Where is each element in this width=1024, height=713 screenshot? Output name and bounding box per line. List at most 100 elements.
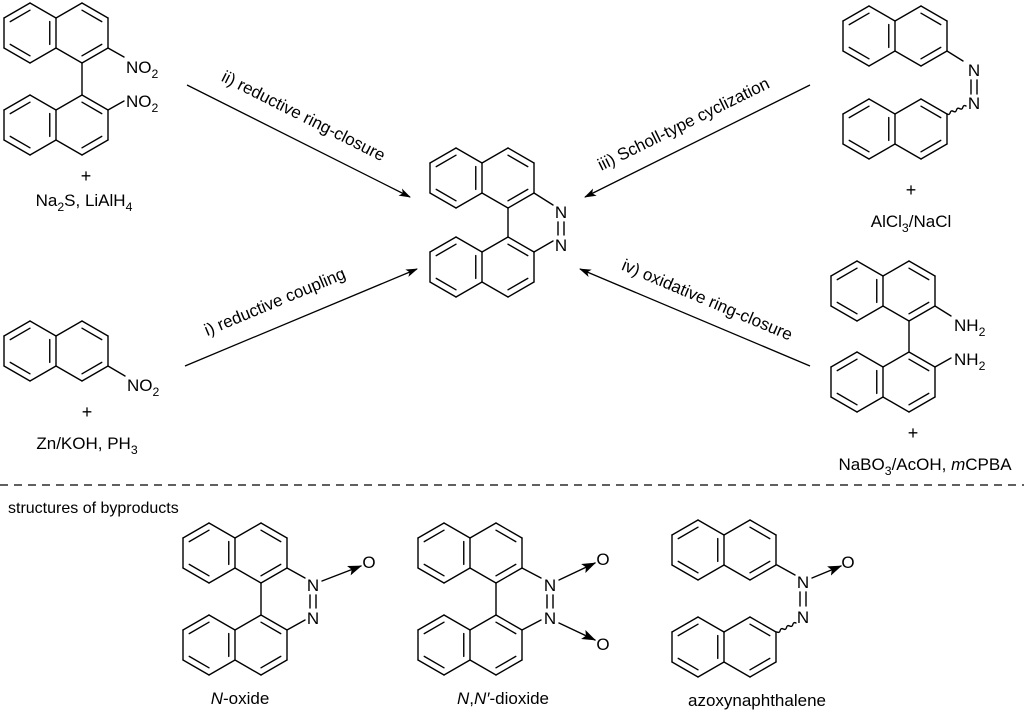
bond (107, 365, 126, 377)
nitrogen-label: N (544, 576, 556, 595)
ring-bond (208, 522, 236, 539)
diaminobinaphthyl-upper (830, 260, 936, 322)
ring-bond (417, 659, 445, 676)
ring-bond (507, 192, 535, 209)
bond (533, 240, 554, 253)
ring-bond (443, 614, 471, 631)
ring-bond (55, 47, 83, 64)
ring-bond (920, 5, 948, 22)
ring-bond (671, 519, 699, 536)
ring-bond (481, 281, 509, 298)
ring-bond (29, 139, 57, 156)
ring-bond (469, 567, 497, 584)
text-segment: NH (954, 316, 979, 335)
ring-bond (856, 305, 884, 322)
subscript: 2 (979, 325, 986, 339)
ring-bond (894, 50, 922, 67)
arrow-iii (584, 84, 811, 198)
ring-bond (455, 236, 483, 253)
dinitrobinaphthyl-upper (3, 2, 109, 64)
ring-bond (842, 5, 870, 22)
ring-bond (842, 98, 870, 115)
double-bond-line (920, 46, 942, 60)
ring-bond (882, 305, 910, 322)
ring-bond (856, 396, 884, 413)
ring-bond (920, 98, 948, 115)
diaminobinaphthyl-lower (830, 351, 936, 413)
ring-bond (260, 614, 288, 631)
subscript: 2 (979, 359, 986, 373)
ring-bond (507, 147, 535, 164)
wavy-bond (946, 104, 967, 116)
text-segment: S, LiAlH (64, 191, 125, 210)
ring-bond (29, 320, 57, 337)
bond (521, 619, 542, 631)
text-segment: Na (36, 191, 58, 210)
dative-bond-arrow (811, 565, 842, 579)
subscript: 2 (153, 385, 160, 399)
double-bond-line (9, 101, 31, 115)
ring-bond (455, 281, 483, 298)
reagent-iii: AlCl3/NaCl (871, 212, 952, 235)
ring-bond (55, 2, 83, 19)
ring-bond (455, 192, 483, 209)
product-lower-naphthalene (429, 236, 535, 298)
ring-bond (495, 659, 523, 676)
ring-bond (908, 351, 936, 368)
plus-sign: + (908, 423, 919, 443)
ring-bond (234, 567, 262, 584)
double-bond-line (908, 392, 930, 406)
nitrogen-label: N (307, 609, 319, 628)
ring-bond (29, 2, 57, 19)
ring-bond (3, 2, 31, 19)
ring-bond (443, 659, 471, 676)
double-bond-line (81, 43, 103, 57)
text-segment: -oxide (223, 689, 269, 708)
ring-bond (495, 522, 523, 539)
double-bond-line (423, 529, 445, 543)
double-bond-line (188, 655, 210, 669)
ring-bond (495, 614, 523, 631)
ring-bond (868, 50, 896, 67)
ring-bond (697, 661, 725, 678)
ring-bond (749, 519, 777, 536)
amino-group-label: NH2 (954, 316, 986, 339)
dative-bond-arrow (321, 565, 362, 582)
double-bond-line (495, 621, 517, 635)
ring-bond (882, 351, 910, 368)
text-segment: N′ (474, 689, 490, 708)
plus-sign: + (82, 402, 93, 422)
text-segment: Zn/KOH, PH (36, 434, 130, 453)
ring-bond (429, 192, 457, 209)
oxygen-label: O (596, 550, 609, 569)
ring-bond (55, 94, 83, 111)
ring-bond (182, 522, 210, 539)
ring-bond (481, 192, 509, 209)
n-oxide-lower (182, 614, 288, 676)
text-segment: NO (126, 58, 152, 77)
ring-bond (3, 139, 31, 156)
product-upper-naphthalene (429, 147, 535, 209)
nitrogen-label: N (968, 94, 980, 113)
double-bond-line (507, 154, 529, 168)
ring-bond (3, 94, 31, 111)
text-segment: N (457, 689, 470, 708)
ring-bond (507, 236, 535, 253)
ring-bond (697, 616, 725, 633)
ring-bond (443, 522, 471, 539)
ring-bond (723, 661, 751, 678)
ring-bond (3, 365, 31, 382)
text-segment: AlCl (871, 212, 902, 231)
ring-bond (723, 564, 751, 581)
double-bond-line (188, 563, 210, 577)
nitrogen-label: N (797, 573, 809, 592)
double-bond-line (749, 560, 771, 574)
ring-bond (723, 519, 751, 536)
double-bond-line (435, 277, 457, 291)
double-bond-line (749, 623, 771, 637)
ring-bond (481, 147, 509, 164)
double-bond-line (507, 243, 529, 257)
reagent-i: Zn/KOH, PH3 (36, 434, 137, 457)
arrow-label-ii: ii) reductive ring-closure (219, 67, 389, 165)
